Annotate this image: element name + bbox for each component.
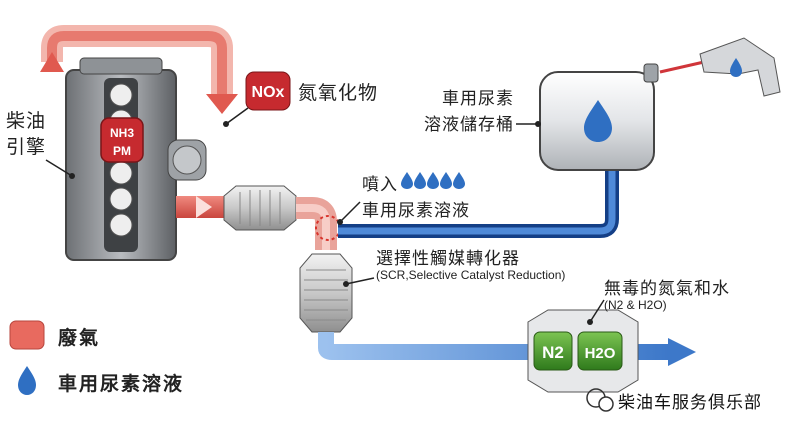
inject-prefix: 噴入 <box>362 175 398 195</box>
exhaust-pipe <box>176 196 226 218</box>
nox-label: 氮氧化物 <box>298 82 379 104</box>
arrow-down-icon <box>206 94 238 114</box>
egr-loop <box>40 25 238 114</box>
mix-pipe <box>296 197 341 250</box>
output-title: 無毒的氮氣和水 <box>604 279 730 299</box>
fuel-nozzle <box>659 37 781 97</box>
nox-badge: NOx <box>245 71 291 111</box>
engine-badge-top: NH3 <box>110 126 134 140</box>
arrow-right-icon <box>668 338 696 366</box>
legend-exhaust-label: 廢氣 <box>58 327 101 349</box>
inject-solution: 車用尿素溶液 <box>362 201 470 221</box>
engine <box>65 57 207 261</box>
engine-badge-bottom: PM <box>113 144 131 158</box>
engine-label: 柴油 引擎 <box>6 110 47 158</box>
legend-urea-drop-icon <box>18 366 36 395</box>
legend-exhaust-swatch <box>9 320 45 350</box>
h2o-label: H2O <box>585 345 616 362</box>
scr-catalyst <box>299 253 353 333</box>
pre-catalyst <box>223 185 297 231</box>
n2-label: N2 <box>542 343 564 362</box>
tank-label: 車用尿素 溶液儲存桶 <box>424 89 514 135</box>
urea-drop-icon <box>584 100 612 142</box>
clean-output-capsule: N2 H2O <box>527 309 639 393</box>
legend <box>9 320 45 395</box>
legend-urea-label: 車用尿素溶液 <box>58 373 185 395</box>
output-subtitle: (N2 & H2O) <box>604 298 667 312</box>
engine-emission-badge: NH3 PM <box>100 117 144 163</box>
injection-drops <box>401 172 465 189</box>
urea-tank <box>539 63 659 171</box>
scr-subtitle: (SCR,Selective Catalyst Reduction) <box>376 268 566 282</box>
leader-lines <box>45 107 605 323</box>
urea-line <box>338 170 619 238</box>
scr-title: 選擇性觸媒轉化器 <box>376 249 520 269</box>
nozzle-drop-icon <box>730 58 742 77</box>
outlet-pipe <box>318 332 696 366</box>
arrow-up-icon <box>40 52 64 72</box>
watermark-text: 柴油车服务俱乐部 <box>618 393 762 413</box>
nox-badge-text: NOx <box>252 84 285 101</box>
wechat-icon <box>586 388 614 412</box>
